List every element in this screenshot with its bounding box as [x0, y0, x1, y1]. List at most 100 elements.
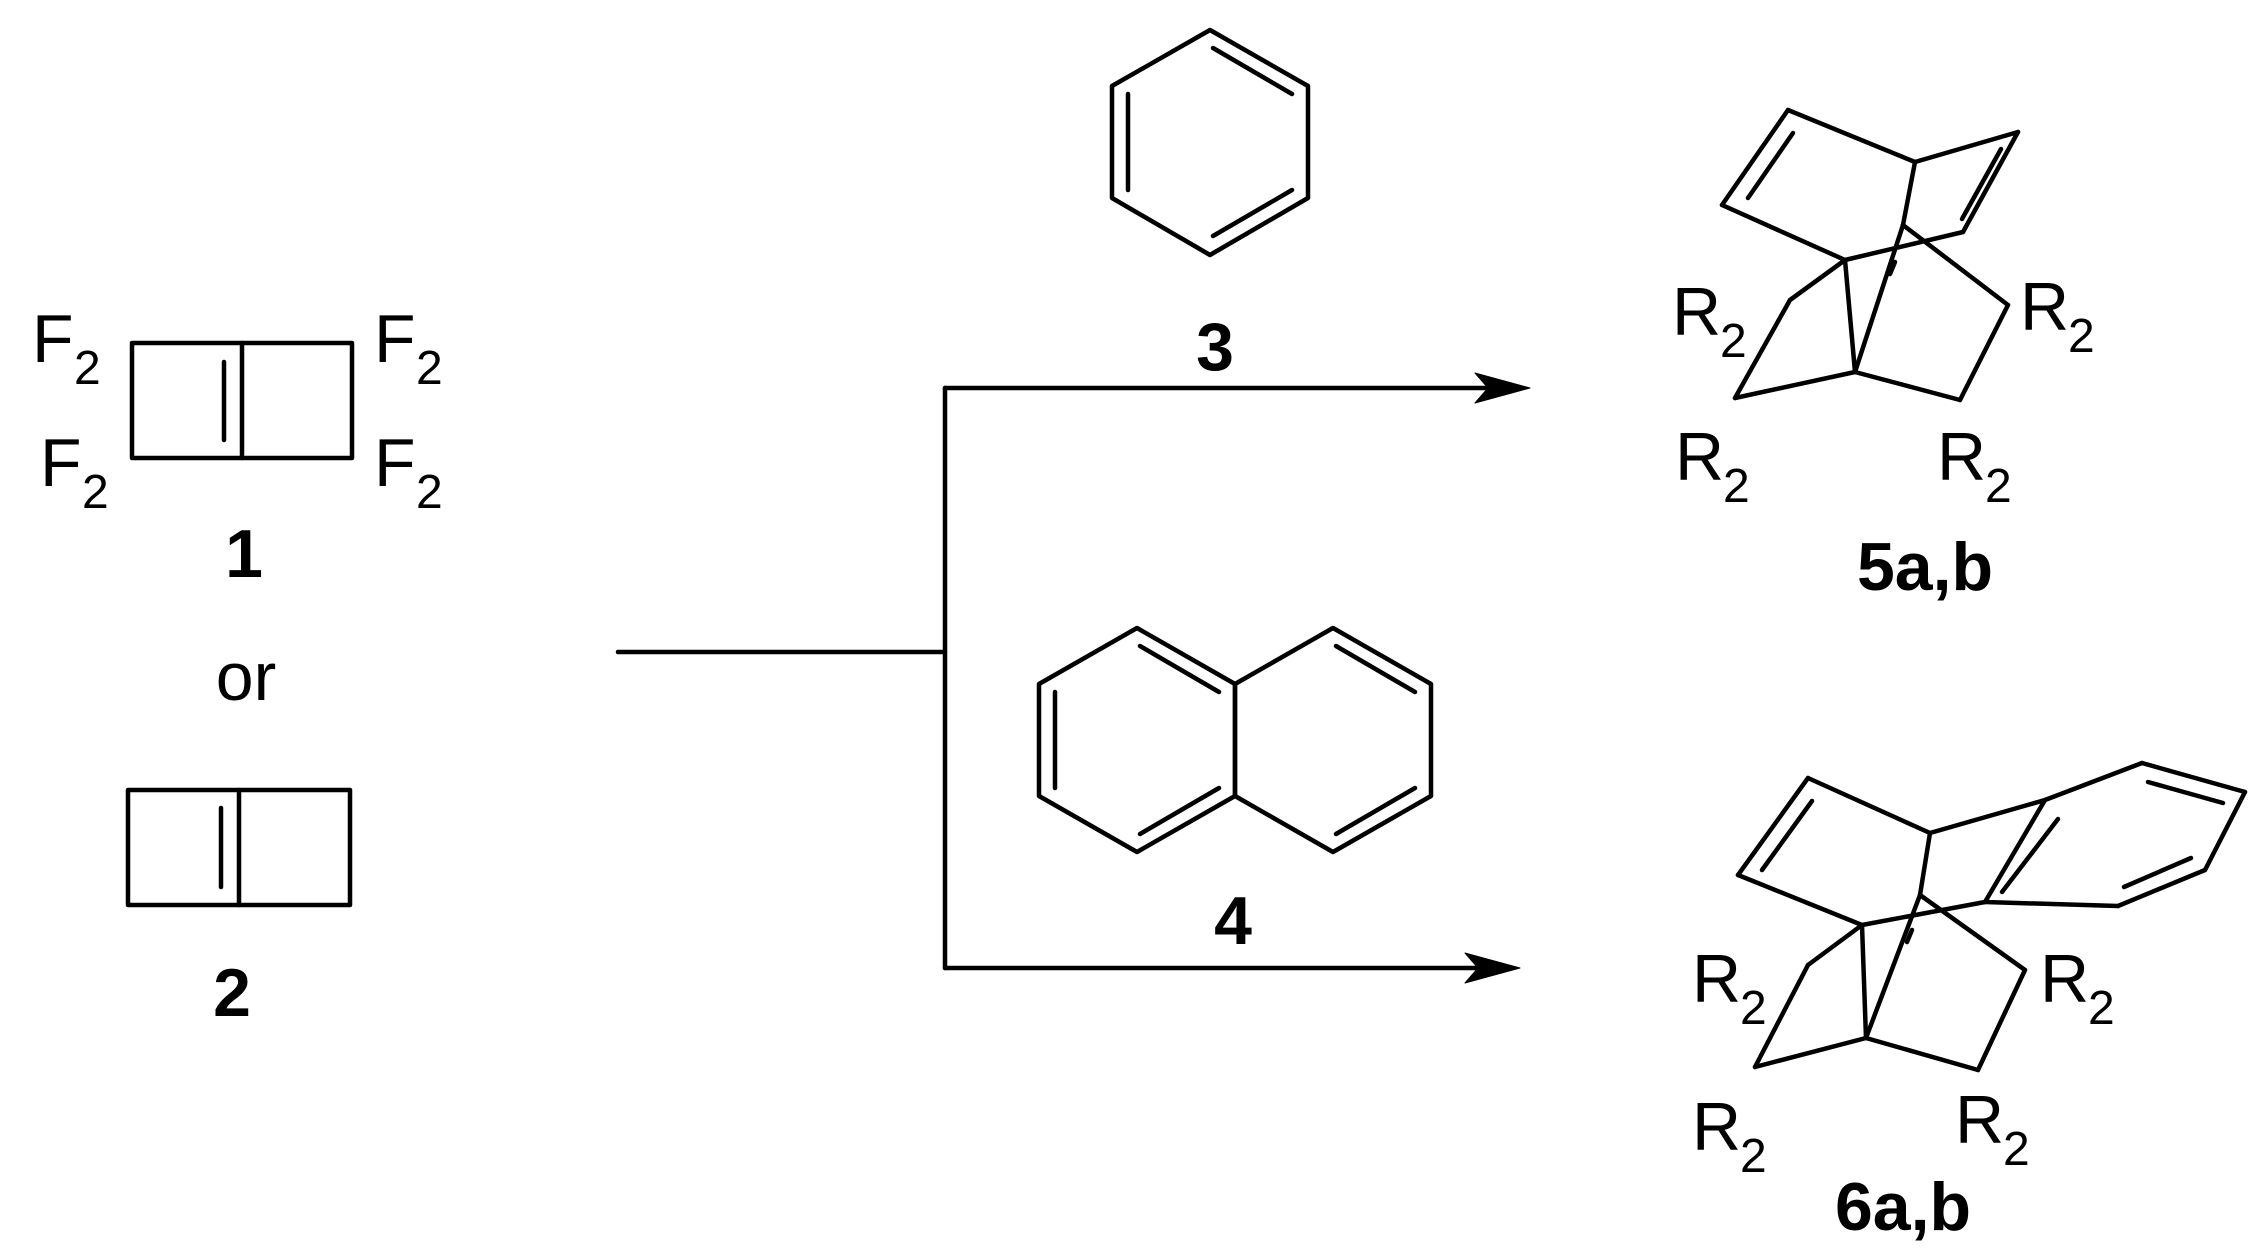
naphthalene-inner-double-bond [1137, 643, 1222, 695]
atom-subscript: 2 [1723, 460, 1750, 513]
cage-bond [1719, 107, 1791, 208]
cage-inner-double-bond [1759, 798, 1815, 873]
cage-bond [1957, 302, 2011, 403]
atom-subscript: 2 [2068, 310, 2095, 363]
atom-subscript: 2 [82, 466, 109, 519]
compound-3-structure [1109, 27, 1311, 258]
naphtho-inner-double-bond [1999, 816, 2061, 895]
cage-bond [1863, 892, 1923, 1041]
atom-symbol: R [1937, 419, 1986, 495]
compound-5-structure [1719, 107, 2021, 403]
atom-symbol: F [374, 301, 416, 377]
naphthalene-inner-double-bond [1333, 785, 1418, 837]
fluoro-label-bottom-left: F 2 [40, 425, 109, 519]
r2-label-6-lower-left: R 2 [1692, 1089, 1767, 1183]
fluoro-label-bottom-right: F 2 [374, 425, 443, 519]
atom-subscript: 2 [1720, 315, 1747, 368]
atom-symbol: F [32, 301, 74, 377]
cage-bond [1735, 775, 1811, 878]
cage-bond [1719, 202, 1848, 263]
compound-6-structure [1735, 760, 2248, 1073]
naphtho-ring-bond [1982, 899, 2121, 909]
naphthalene-right-ring [1232, 625, 1434, 855]
r2-label-6-lower-right: R 2 [1955, 1082, 2030, 1176]
naphtho-ring-bond [2139, 760, 2248, 795]
cage-bond [1852, 369, 1963, 403]
cage-bond [1859, 899, 1988, 928]
compound-2-label: 2 [213, 955, 251, 1031]
naphthalene-inner-double-bond [1137, 785, 1222, 837]
r2-label-5-lower-right: R 2 [1937, 419, 2012, 513]
atom-symbol: R [1692, 941, 1741, 1017]
benzene-inner-double-bond [1210, 45, 1295, 97]
compound-3-label: 3 [1196, 309, 1234, 385]
atom-subscript: 2 [416, 466, 443, 519]
naphtho-ring-bond [2115, 867, 2208, 909]
cage-bond [1863, 1035, 1981, 1073]
cage-bond [1900, 159, 1918, 228]
r2-label-5-upper-right: R 2 [2020, 269, 2095, 363]
compound-1-ring-outline [129, 340, 355, 461]
r2-label-6-upper-right: R 2 [2040, 941, 2115, 1035]
compound-1-structure [129, 340, 355, 461]
cage-bond [1752, 1035, 1869, 1070]
cage-bond [1917, 830, 1933, 898]
cage-bond [1852, 222, 1906, 375]
arrow-to-5-head [1474, 372, 1531, 404]
cage-bond [1912, 129, 2021, 165]
compound-2-structure [125, 787, 353, 908]
cage-bond [1732, 297, 1793, 401]
atom-symbol: R [2040, 941, 2089, 1017]
cage-bond [1752, 962, 1811, 1070]
cage-bond [1842, 229, 1966, 263]
compound-4-label: 4 [1214, 883, 1252, 959]
cage-bond [1735, 872, 1865, 928]
cage-bond [1732, 369, 1858, 401]
atom-subscript: 2 [2003, 1123, 2030, 1176]
cage-bond [1842, 257, 1858, 375]
cage-bond [1975, 967, 2028, 1073]
fluoro-label-top-left: F 2 [32, 301, 101, 395]
cage-bond [1805, 775, 1933, 836]
atom-subscript: 2 [74, 342, 101, 395]
atom-subscript: 2 [1740, 982, 1767, 1035]
reaction-arrows [615, 372, 1531, 984]
atom-symbol: R [1692, 1089, 1741, 1165]
cage-inner-double-bond [1745, 130, 1796, 201]
atom-subscript: 2 [1985, 460, 2012, 513]
atom-subscript: 2 [416, 342, 443, 395]
atom-symbol: F [374, 425, 416, 501]
cage-bond [1982, 797, 2048, 905]
compound-6-label: 6a,b [1835, 1169, 1971, 1245]
compound-1-label: 1 [225, 516, 263, 592]
cage-inner-double-bond [1959, 146, 2004, 222]
cage-bond [1960, 129, 2021, 235]
arrow-to-6-head [1464, 952, 1521, 984]
cage-bond [1859, 922, 1869, 1041]
atom-subscript: 2 [2088, 982, 2115, 1035]
hidden-bond-dash [1887, 259, 1898, 277]
r2-label-5-lower-left: R 2 [1675, 419, 1750, 513]
cage-bond [1787, 257, 1848, 303]
cage-bond [1785, 107, 1918, 165]
naphthalene-inner-double-bond [1333, 643, 1418, 695]
benzene-inner-double-bond [1210, 187, 1295, 239]
r2-label-6-upper-left: R 2 [1692, 941, 1767, 1035]
naphtho-inner-double-bond [2145, 779, 2226, 806]
atom-symbol: R [2020, 269, 2069, 345]
r2-label-5-upper-left: R 2 [1672, 274, 1747, 368]
or-connector: or [216, 639, 276, 715]
cage-bond [1927, 797, 2048, 836]
fluoro-label-top-right: F 2 [374, 301, 443, 395]
compound-5-label: 5a,b [1857, 529, 1993, 605]
naphtho-ring-bond [2202, 789, 2248, 873]
naphthalene-left-ring [1036, 625, 1238, 855]
compound-4-structure [1036, 625, 1434, 855]
cage-bond [1917, 892, 2028, 973]
atom-symbol: R [1675, 419, 1724, 495]
naphtho-inner-double-bond [2121, 855, 2194, 890]
atom-symbol: F [40, 425, 82, 501]
atom-symbol: R [1672, 274, 1721, 350]
cage-bond [1805, 922, 1865, 968]
